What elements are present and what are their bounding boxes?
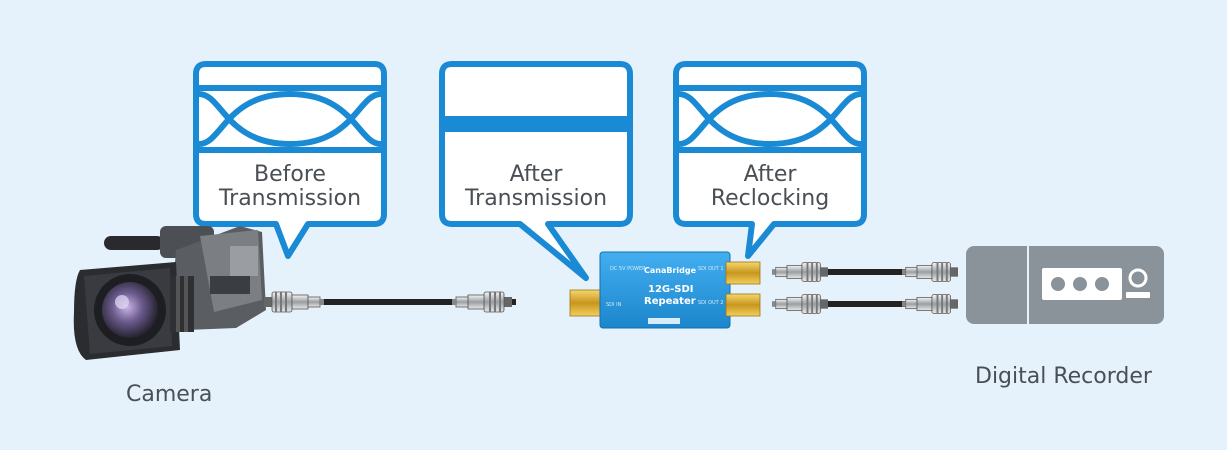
bnc-input-port (569, 289, 605, 317)
sdi-cable-input (264, 291, 516, 313)
device-port-out2-label: SDI OUT 2 (698, 300, 724, 306)
device-brand: CanaBridge (644, 266, 697, 275)
bubble-2-line-2: Transmission (464, 186, 608, 211)
bubble-3-line-1: After (743, 162, 797, 187)
bubble-1-line-1: Before (254, 162, 326, 187)
eye-diagram-clean-icon (678, 90, 862, 148)
bubble-label-after-transmission: After Transmission (442, 163, 630, 211)
bubble-before-transmission (193, 61, 387, 259)
device-power-label: DC 5V POWER (610, 266, 646, 272)
bnc-connector-icon (264, 291, 324, 313)
eye-diagram-closed-icon (442, 116, 630, 132)
device-model-line-1: 12G-SDI (648, 284, 694, 295)
bubble-after-transmission (439, 61, 633, 281)
camera-icon (73, 226, 266, 360)
bubble-2-line-1: After (509, 162, 563, 187)
device-port-out1-label: SDI OUT 1 (698, 266, 724, 272)
bubble-after-reclocking (673, 61, 867, 259)
device-model-line-2: Repeater (644, 296, 696, 307)
sdi-cable-output-1 (772, 262, 958, 282)
bubble-label-after-reclocking: After Reclocking (676, 163, 864, 211)
bnc-output-port-2 (725, 293, 761, 317)
bnc-output-port-1 (725, 261, 761, 285)
recorder-label: Digital Recorder (975, 364, 1152, 389)
eye-diagram-clean-icon (198, 90, 382, 148)
bubble-1-line-2: Transmission (218, 186, 362, 211)
bubble-label-before: Before Transmission (196, 163, 384, 211)
device-port-in-label: SDI IN (606, 302, 622, 308)
repeater-device (569, 251, 761, 329)
camera-label: Camera (126, 382, 213, 407)
recorder-icon (966, 246, 1164, 324)
sdi-cable-output-2 (772, 294, 958, 314)
bubble-3-line-2: Reclocking (710, 186, 830, 211)
